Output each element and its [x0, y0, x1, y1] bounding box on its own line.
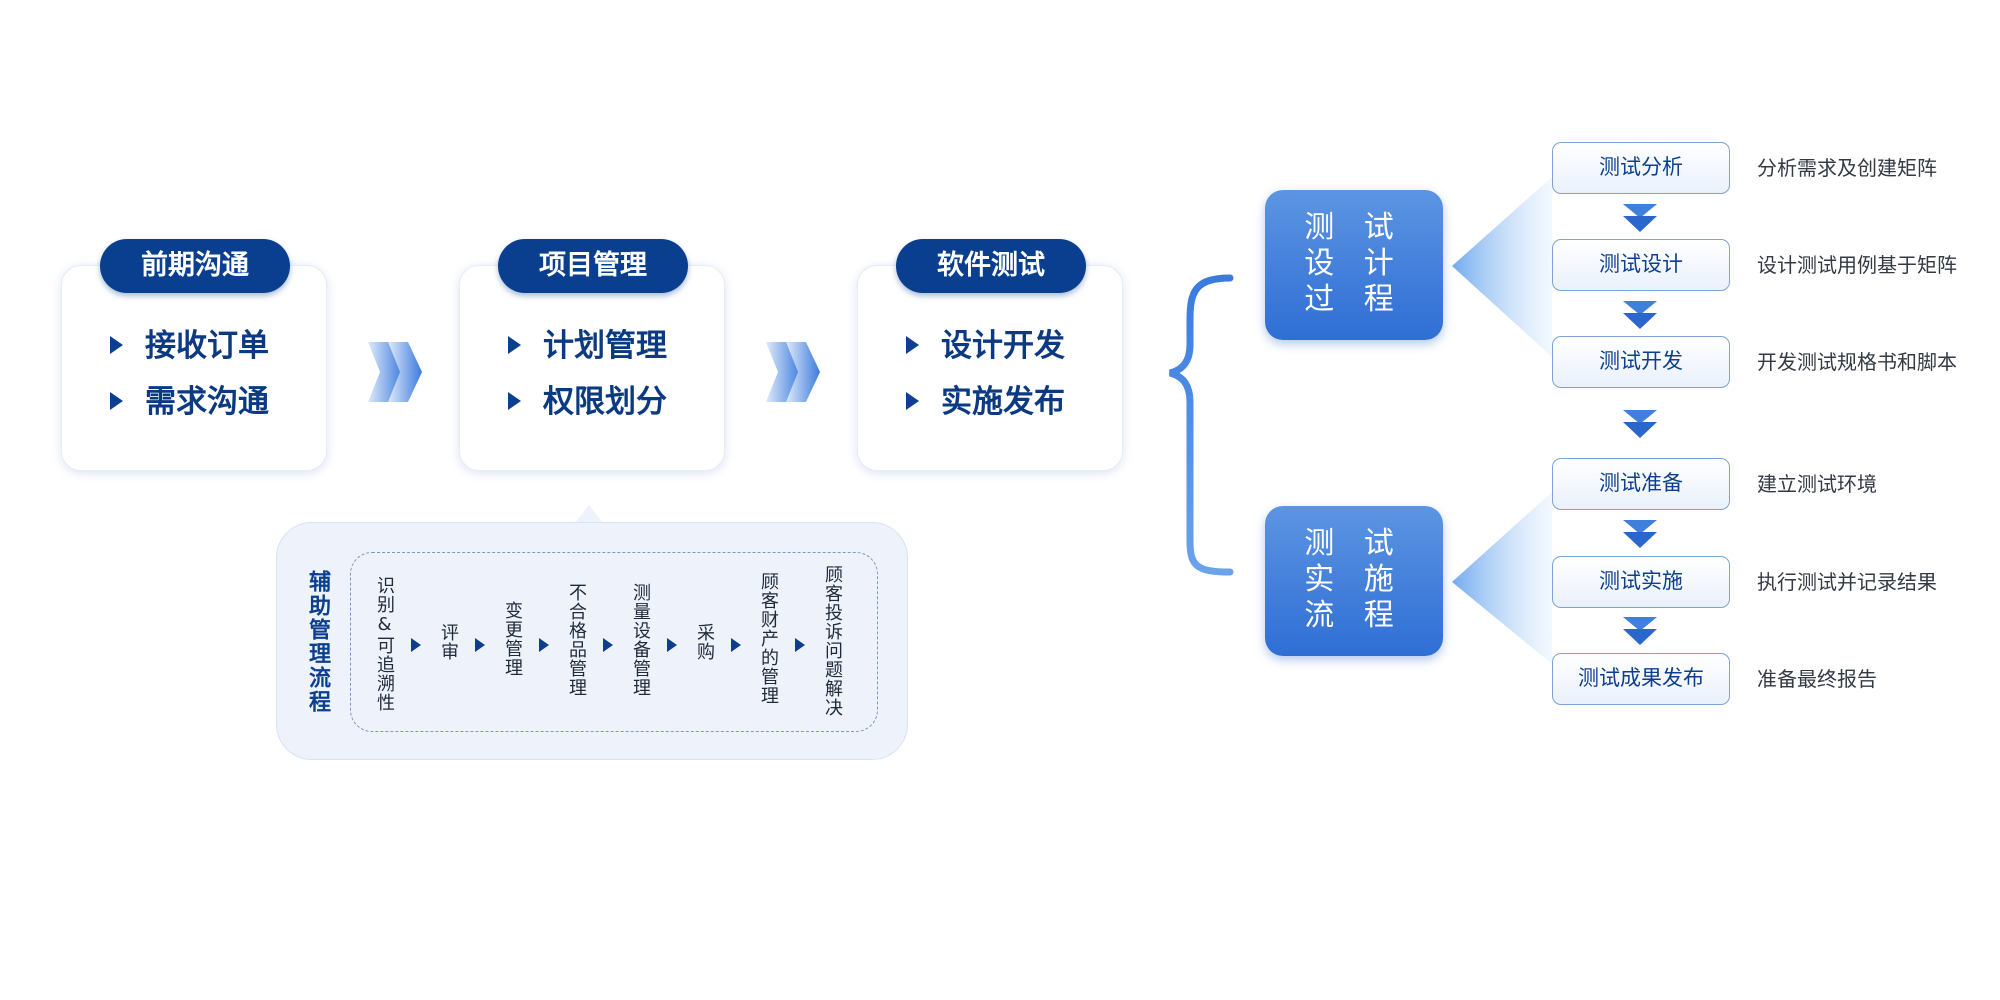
arrow-right-icon — [667, 638, 677, 652]
stage-item: 计划管理 — [508, 326, 667, 366]
step-box: 测试分析 — [1552, 142, 1730, 194]
step-box: 测试成果发布 — [1552, 653, 1730, 705]
stage-card-1: 前期沟通 接收订单 需求沟通 — [61, 239, 327, 471]
step-desc: 执行测试并记录结果 — [1757, 570, 1937, 594]
aux-step: 顾客财产的管理 — [758, 572, 779, 705]
step-desc: 建立测试环境 — [1757, 472, 1877, 496]
bullet-triangle-icon — [110, 391, 123, 410]
arrow-right-icon — [475, 638, 485, 652]
aux-step: 采购 — [694, 623, 715, 661]
stage-arrow-2 — [766, 342, 820, 402]
step-desc: 开发测试规格书和脚本 — [1757, 350, 1957, 374]
aux-step: 识别&可追溯性 — [374, 576, 395, 712]
step-box: 测试实施 — [1552, 556, 1730, 608]
stage-title: 项目管理 — [498, 239, 688, 293]
process-line: 测 试 — [1304, 526, 1404, 561]
aux-step: 不合格品管理 — [566, 583, 587, 697]
process-box-implement: 测 试 实 施 流 程 — [1265, 506, 1443, 656]
bullet-triangle-icon — [906, 391, 919, 410]
aux-step: 测量设备管理 — [630, 583, 651, 697]
step-desc: 准备最终报告 — [1757, 667, 1877, 691]
stage-item: 接收订单 — [110, 326, 269, 366]
process-line: 流 程 — [1304, 598, 1404, 633]
arrow-down-icon — [1623, 617, 1657, 645]
process-line: 设 计 — [1304, 246, 1404, 281]
arrow-right-icon — [603, 638, 613, 652]
arrow-right-icon — [731, 638, 741, 652]
aux-steps-frame — [350, 552, 878, 732]
stage-card-3: 软件测试 设计开发 实施发布 — [857, 239, 1123, 471]
arrow-down-icon — [1623, 301, 1657, 329]
aux-title: 辅助管理流程 — [305, 570, 330, 714]
stage-title: 软件测试 — [896, 239, 1086, 293]
fan-design — [1452, 177, 1552, 357]
step-desc: 设计测试用例基于矩阵 — [1757, 253, 1957, 277]
step-box: 测试设计 — [1552, 239, 1730, 291]
arrow-down-icon — [1623, 520, 1657, 548]
process-line: 实 施 — [1304, 562, 1404, 597]
step-box: 测试准备 — [1552, 458, 1730, 510]
bullet-triangle-icon — [508, 335, 521, 354]
aux-panel-pointer — [575, 505, 603, 523]
bullet-triangle-icon — [906, 335, 919, 354]
stage-card-2: 项目管理 计划管理 权限划分 — [459, 239, 725, 471]
stage-arrow-1 — [368, 342, 422, 402]
fan-implement — [1452, 492, 1552, 664]
stage-item: 实施发布 — [906, 382, 1065, 422]
step-box: 测试开发 — [1552, 336, 1730, 388]
arrow-right-icon — [539, 638, 549, 652]
stage-title: 前期沟通 — [100, 239, 290, 293]
process-line: 过 程 — [1304, 282, 1404, 317]
arrow-right-icon — [795, 638, 805, 652]
aux-step: 顾客投诉问题解决 — [822, 565, 843, 717]
stage-item: 需求沟通 — [110, 382, 269, 422]
arrow-down-icon — [1623, 204, 1657, 232]
aux-step: 评审 — [438, 623, 459, 661]
arrow-down-icon — [1623, 410, 1657, 438]
stage-item: 权限划分 — [508, 382, 667, 422]
stage-item: 设计开发 — [906, 326, 1065, 366]
curly-brace — [1168, 274, 1234, 576]
aux-step: 变更管理 — [502, 601, 523, 677]
bullet-triangle-icon — [110, 335, 123, 354]
step-desc: 分析需求及创建矩阵 — [1757, 156, 1937, 180]
process-line: 测 试 — [1304, 210, 1404, 245]
bullet-triangle-icon — [508, 391, 521, 410]
process-box-design: 测 试 设 计 过 程 — [1265, 190, 1443, 340]
arrow-right-icon — [411, 638, 421, 652]
